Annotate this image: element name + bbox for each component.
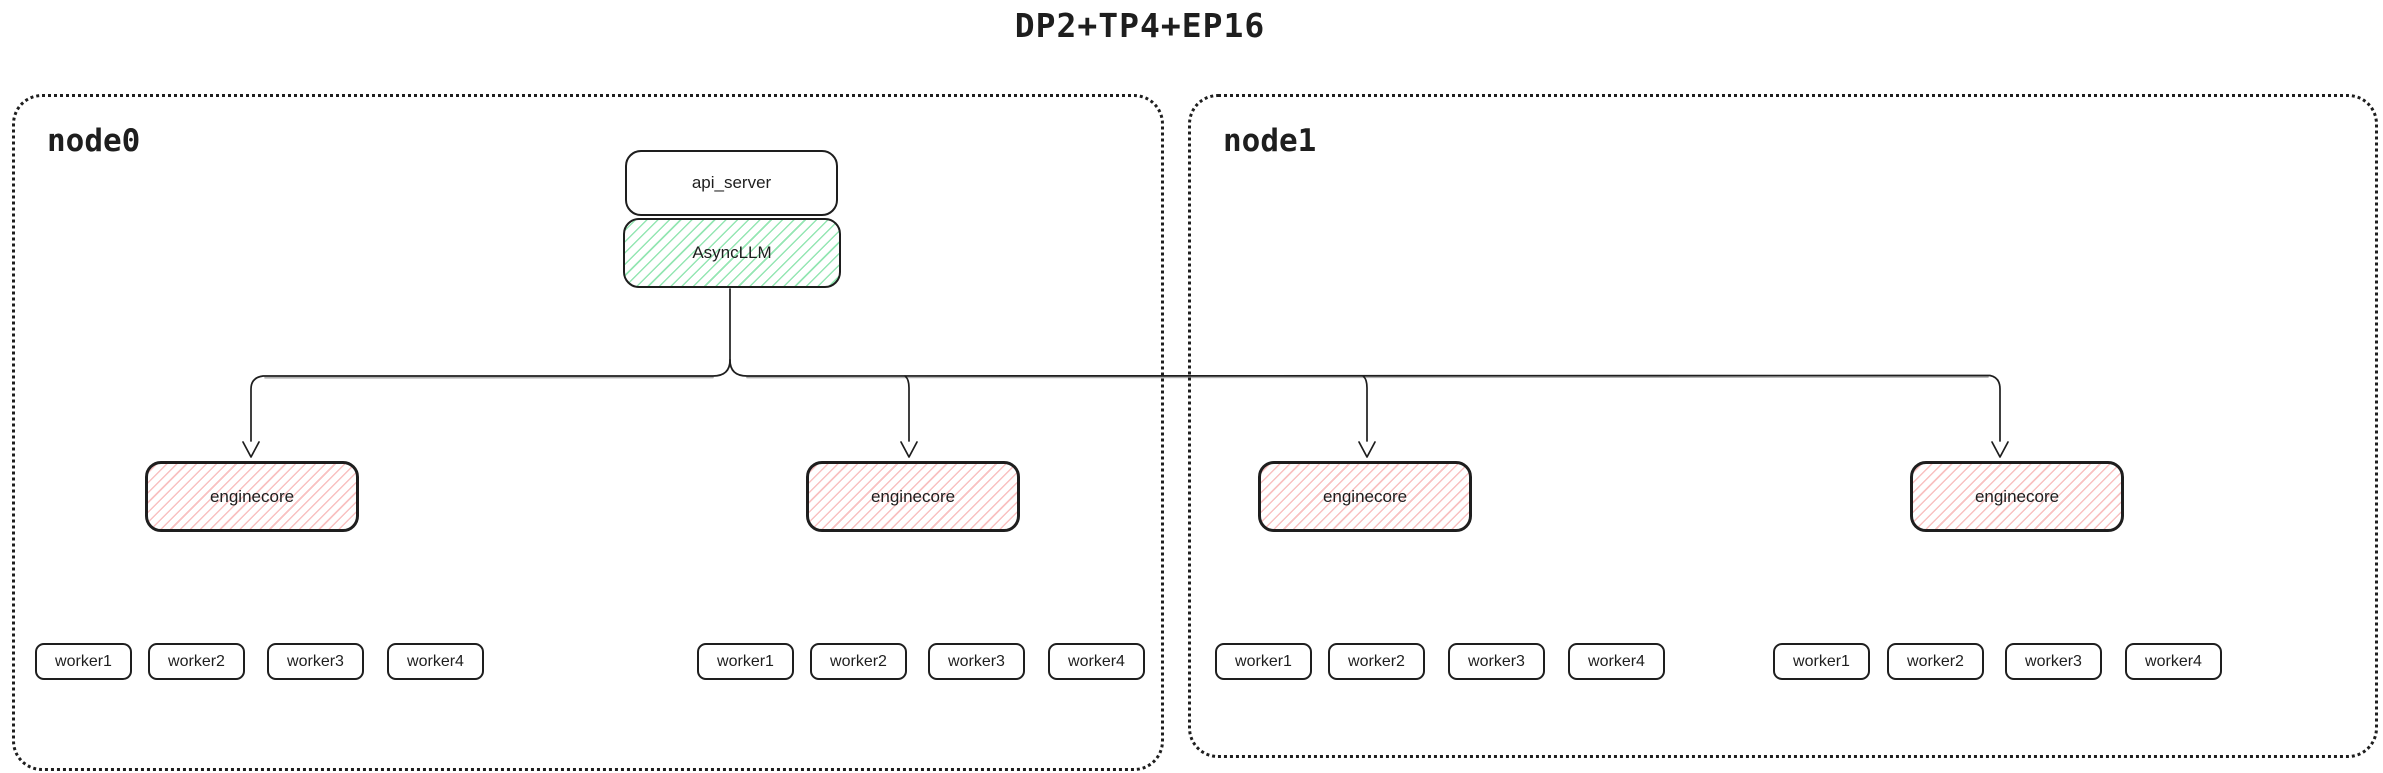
enginecore-box: enginecore — [145, 461, 359, 532]
worker-box: worker2 — [148, 643, 245, 680]
enginecore-label: enginecore — [209, 486, 295, 506]
worker-box: worker1 — [1773, 643, 1870, 680]
worker-label: worker1 — [1235, 652, 1292, 670]
worker-label: worker4 — [1068, 652, 1125, 670]
enginecore-box: enginecore — [1258, 461, 1472, 532]
worker-box: worker1 — [35, 643, 132, 680]
worker-box: worker3 — [1448, 643, 1545, 680]
worker-label: worker2 — [168, 652, 225, 670]
worker-box: worker3 — [2005, 643, 2102, 680]
worker-label: worker2 — [1348, 652, 1405, 670]
enginecore-label: enginecore — [870, 486, 956, 506]
worker-label: worker4 — [1588, 652, 1645, 670]
enginecore-box: enginecore — [806, 461, 1020, 532]
node1-label: node1 — [1223, 123, 1317, 159]
enginecore-label: enginecore — [1322, 486, 1408, 506]
worker-label: worker3 — [2025, 652, 2082, 670]
worker-label: worker3 — [1468, 652, 1525, 670]
worker-label: worker1 — [717, 652, 774, 670]
worker-box: worker2 — [810, 643, 907, 680]
api-server-box: api_server — [625, 150, 838, 216]
enginecore-box: enginecore — [1910, 461, 2124, 532]
diagram-title: DP2+TP4+EP16 — [1014, 6, 1266, 45]
worker-box: worker4 — [387, 643, 484, 680]
api-server-label: api_server — [691, 173, 772, 192]
worker-box: worker2 — [1328, 643, 1425, 680]
worker-box: worker1 — [697, 643, 794, 680]
worker-label: worker4 — [2145, 652, 2202, 670]
worker-label: worker2 — [830, 652, 887, 670]
asyncllm-box: AsyncLLM — [623, 218, 841, 288]
asyncllm-label: AsyncLLM — [692, 243, 772, 262]
worker-box: worker3 — [267, 643, 364, 680]
worker-label: worker3 — [948, 652, 1005, 670]
worker-box: worker4 — [2125, 643, 2222, 680]
worker-label: worker1 — [1793, 652, 1850, 670]
worker-box: worker2 — [1887, 643, 1984, 680]
worker-box: worker1 — [1215, 643, 1312, 680]
worker-box: worker4 — [1048, 643, 1145, 680]
node0-label: node0 — [47, 123, 141, 159]
worker-label: worker2 — [1907, 652, 1964, 670]
worker-label: worker1 — [55, 652, 112, 670]
worker-box: worker3 — [928, 643, 1025, 680]
worker-box: worker4 — [1568, 643, 1665, 680]
worker-label: worker3 — [287, 652, 344, 670]
worker-label: worker4 — [407, 652, 464, 670]
enginecore-label: enginecore — [1974, 486, 2060, 506]
